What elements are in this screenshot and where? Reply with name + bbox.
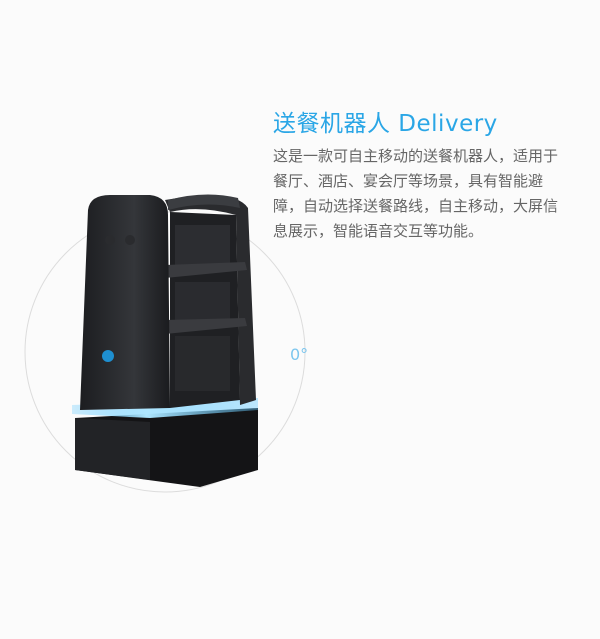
description-line: 这是一款可自主移动的送餐机器人，适用于: [273, 147, 559, 165]
rotation-angle-label: 0°: [290, 345, 309, 364]
product-title: 送餐机器人 Delivery: [273, 111, 498, 137]
description-line: 餐厅、酒店、宴会厅等场景，具有智能避: [273, 172, 544, 190]
description-line: 息展示，智能语音交互等功能。: [273, 222, 484, 240]
product-description: 这是一款可自主移动的送餐机器人，适用于 餐厅、酒店、宴会厅等场景，具有智能避 障…: [273, 144, 583, 244]
description-line: 障，自动选择送餐路线，自主移动，大屏信: [273, 197, 559, 215]
